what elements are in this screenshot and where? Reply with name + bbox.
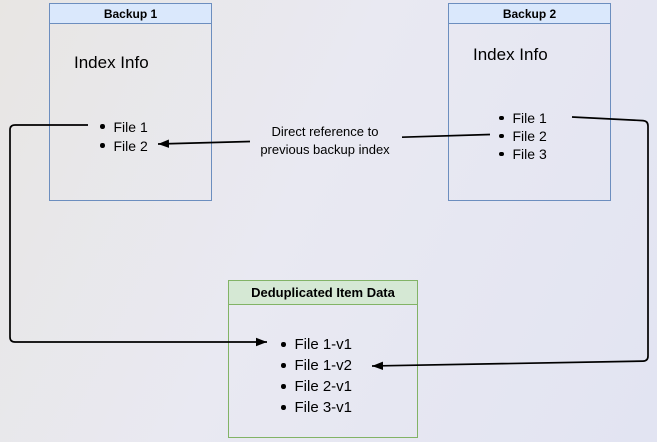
bullet-icon xyxy=(281,384,286,389)
bullet-icon xyxy=(281,342,286,347)
direct-reference-label-line2: previous backup index xyxy=(260,142,390,157)
list-item-label: File 1 xyxy=(113,118,148,135)
bullet-icon xyxy=(100,143,105,148)
bullet-icon xyxy=(499,115,504,121)
bullet-icon xyxy=(281,405,286,410)
list-item: File 2 xyxy=(499,127,547,145)
backup2-title: Backup 2 xyxy=(449,4,610,24)
bullet-icon xyxy=(499,133,504,139)
list-item-label: File 2 xyxy=(113,137,148,154)
list-item-label: File 1 xyxy=(512,110,547,126)
list-item-label: File 3-v1 xyxy=(294,399,353,416)
list-item: File 1 xyxy=(499,109,547,127)
bullet-icon xyxy=(100,124,105,129)
backup2-index-info-label: Index Info xyxy=(473,45,548,64)
backup2-file-list: File 1 File 2 File 3 xyxy=(499,109,547,163)
list-item-label: File 1-v2 xyxy=(294,357,353,374)
list-item-label: File 3 xyxy=(512,146,547,162)
list-item: File 1 xyxy=(100,117,148,136)
list-item: File 2-v1 xyxy=(281,376,352,397)
list-item: File 3 xyxy=(499,145,547,163)
backup1-file-list: File 1 File 2 xyxy=(100,117,148,155)
direct-reference-label: Direct reference to previous backup inde… xyxy=(235,123,415,159)
backup1-title: Backup 1 xyxy=(50,4,211,24)
direct-reference-label-line1: Direct reference to xyxy=(271,124,379,139)
bullet-icon xyxy=(281,363,286,368)
backup1-box: Backup 1 Index Info File 1 File 2 xyxy=(49,3,212,201)
bullet-icon xyxy=(499,151,504,157)
list-item: File 1-v1 xyxy=(281,334,352,355)
dedup-box: Deduplicated Item Data File 1-v1 File 1-… xyxy=(228,280,418,438)
list-item-label: File 2-v1 xyxy=(294,378,353,395)
backup1-index-info-label: Index Info xyxy=(74,53,149,72)
list-item-label: File 1-v1 xyxy=(294,336,353,353)
dedup-title: Deduplicated Item Data xyxy=(229,281,417,305)
list-item: File 1-v2 xyxy=(281,355,352,376)
list-item: File 3-v1 xyxy=(281,397,352,418)
list-item-label: File 2 xyxy=(512,128,547,144)
dedup-file-list: File 1-v1 File 1-v2 File 2-v1 File 3-v1 xyxy=(281,334,352,418)
backup2-box: Backup 2 Index Info File 1 File 2 File 3 xyxy=(448,3,611,201)
list-item: File 2 xyxy=(100,136,148,155)
